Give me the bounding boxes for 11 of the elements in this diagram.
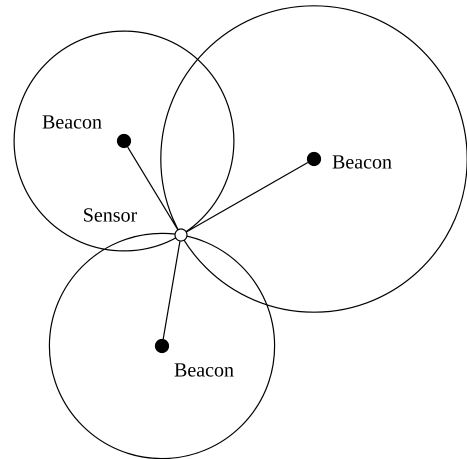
connecting-line bbox=[162, 241, 180, 340]
node-label: Beacon bbox=[174, 363, 234, 377]
node-label: Beacon bbox=[42, 115, 102, 129]
sensor-dot bbox=[174, 228, 188, 242]
node-label: Sensor bbox=[84, 208, 138, 222]
node-label: Beacon bbox=[332, 155, 392, 169]
beacon-dot bbox=[116, 134, 132, 148]
connecting-line bbox=[186, 162, 308, 232]
beacon-dot bbox=[306, 152, 322, 166]
beacon-dot bbox=[154, 338, 170, 354]
connecting-line bbox=[127, 146, 178, 230]
